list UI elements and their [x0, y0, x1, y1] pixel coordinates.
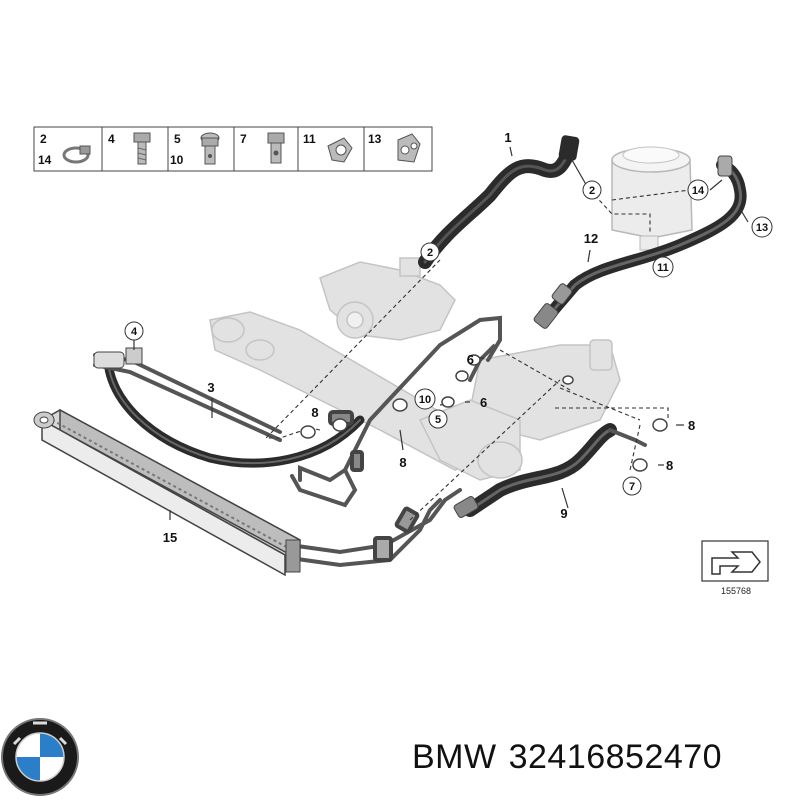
- hose-clamp-icon: [62, 145, 91, 164]
- label-12: 12: [584, 231, 598, 246]
- bmw-logo-icon: [1, 718, 79, 796]
- banjo-bolt-icon: [200, 132, 220, 165]
- line-clip-icon: [327, 137, 353, 163]
- legend-number: 14: [38, 153, 52, 167]
- footer-part-number: 32416852470: [508, 738, 723, 776]
- hollow-bolt-icon: [267, 132, 285, 164]
- pressure-hose-3: [103, 355, 365, 468]
- fluid-reservoir: [611, 146, 693, 251]
- label-6: 6: [467, 352, 474, 367]
- callout-2: 2: [589, 185, 595, 197]
- seal-rings: [300, 354, 668, 472]
- footer-part-label: BMW 32416852470: [412, 738, 734, 777]
- return-line-12: [533, 155, 747, 329]
- legend-number: 2: [40, 132, 47, 146]
- label-8: 8: [311, 405, 318, 420]
- reference-number: 155768: [721, 586, 751, 596]
- callout-14: 14: [692, 185, 705, 197]
- plain-labels: 1 3 6 6 8 8 8 8 9 12 15: [163, 130, 695, 545]
- view-reference-box: 155768: [701, 540, 769, 596]
- legend-number: 4: [108, 132, 115, 146]
- callout-11: 11: [657, 262, 669, 274]
- steering-rack-ghost: [209, 311, 621, 481]
- legend-number: 10: [170, 153, 184, 167]
- label-3: 3: [207, 380, 214, 395]
- label-1: 1: [504, 130, 511, 145]
- oil-cooler-15: [33, 408, 302, 577]
- label-6: 6: [480, 395, 487, 410]
- bracket-4: [93, 347, 143, 369]
- callout-2: 2: [427, 247, 433, 259]
- callout-5: 5: [435, 414, 441, 426]
- fastener-legend: 2 14 4 5 10 7: [33, 126, 433, 172]
- dashed-leaders: [264, 189, 691, 521]
- label-8: 8: [688, 418, 695, 433]
- double-clip-icon: [397, 133, 421, 163]
- callout-13: 13: [756, 222, 768, 234]
- hex-bolt-icon: [133, 132, 151, 165]
- callout-10: 10: [419, 394, 431, 406]
- label-8: 8: [666, 458, 673, 473]
- label-15: 15: [163, 530, 177, 545]
- arrow-icon: [711, 551, 761, 575]
- legend-number: 5: [174, 132, 181, 146]
- legend-number: 11: [303, 132, 316, 146]
- legend-number: 7: [240, 132, 247, 146]
- callout-markers: 2 2 4 5 7 10 11 13 14: [124, 179, 773, 496]
- supply-hose-1: [418, 135, 580, 269]
- cooler-lines: [288, 488, 462, 568]
- label-8: 8: [399, 455, 406, 470]
- label-9: 9: [560, 506, 567, 521]
- legend-number: 13: [368, 132, 382, 146]
- power-steering-pump-ghost: [319, 257, 456, 341]
- callout-7: 7: [629, 481, 635, 493]
- footer-brand: BMW: [412, 738, 497, 776]
- return-hose-9: [453, 423, 647, 518]
- callout-4: 4: [131, 326, 138, 338]
